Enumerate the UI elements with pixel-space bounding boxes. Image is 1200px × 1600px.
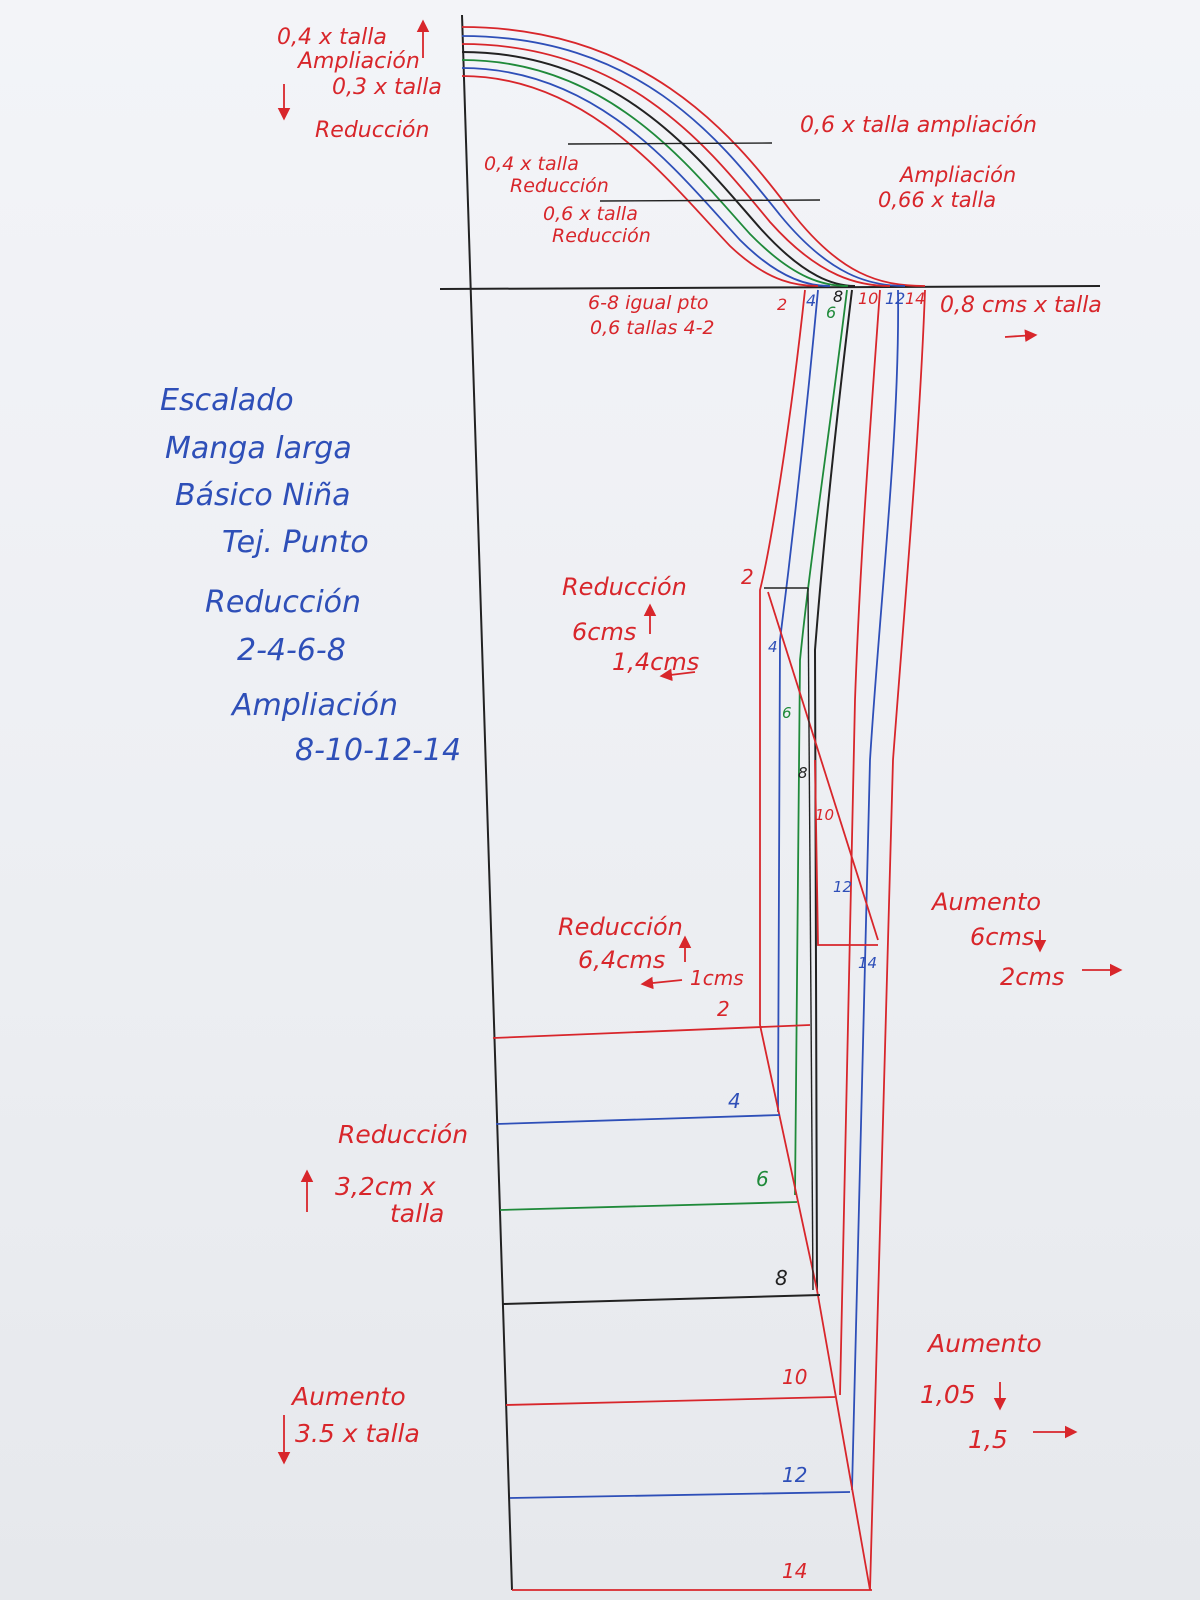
svg-text:8: 8	[775, 1266, 788, 1290]
svg-text:14: 14	[858, 954, 877, 972]
size-marks-top: 2 4 6 8 10 12 14	[777, 287, 925, 322]
svg-text:Reducción: Reducción	[562, 573, 687, 601]
svg-text:0,4 x talla: 0,4 x talla	[484, 153, 579, 175]
underarm-axis	[439, 285, 1101, 290]
cap-right-note-2: Ampliación 0,66 x talla	[878, 163, 1016, 212]
title-line-1: Escalado	[160, 383, 294, 418]
svg-text:4: 4	[768, 638, 778, 656]
right-arrow-icon	[1004, 329, 1038, 342]
svg-text:10: 10	[815, 806, 834, 824]
svg-text:2: 2	[741, 565, 754, 589]
hem-size-labels: 2 4 6 8 10 12 14	[717, 997, 807, 1583]
svg-text:8: 8	[798, 764, 808, 782]
svg-text:2: 2	[717, 997, 730, 1021]
svg-text:Ampliación: Ampliación	[898, 163, 1016, 187]
top-left-line-4: Reducción	[315, 118, 429, 143]
svg-text:0,6 tallas 4-2: 0,6 tallas 4-2	[590, 317, 715, 339]
svg-text:12: 12	[782, 1463, 807, 1487]
svg-text:Reducción: Reducción	[552, 225, 651, 247]
svg-text:2cms: 2cms	[1000, 963, 1064, 991]
wrist-note: Reducción 6,4cms 1cms	[558, 913, 744, 990]
svg-text:6cms: 6cms	[970, 923, 1034, 951]
top-left-line-1: 0,4 x talla	[277, 25, 387, 50]
top-left-line-2: Ampliación	[296, 49, 420, 74]
svg-text:Aumento: Aumento	[290, 1382, 406, 1411]
svg-text:6: 6	[826, 303, 836, 322]
svg-text:6: 6	[756, 1167, 769, 1191]
title-block: Escalado Manga larga Básico Niña Tej. Pu…	[160, 383, 461, 768]
svg-text:Reducción: Reducción	[338, 1120, 468, 1149]
elbow-size-marks: 2 4 6 8 10 12 14	[741, 565, 877, 972]
title-line-3: Básico Niña	[175, 478, 351, 513]
underarm-right-note: 0,8 cms x talla	[940, 293, 1102, 318]
elbow-left-note: Reducción 6cms 1,4cms	[562, 573, 699, 676]
svg-text:Reducción: Reducción	[510, 175, 609, 197]
svg-text:1,5: 1,5	[968, 1425, 1008, 1454]
svg-text:8: 8	[833, 287, 843, 306]
svg-text:6: 6	[782, 704, 792, 722]
svg-text:14: 14	[905, 289, 925, 308]
top-left-line-3: 0,3 x talla	[332, 75, 442, 100]
svg-text:3,2cm x: 3,2cm x	[335, 1172, 436, 1201]
title-line-2: Manga larga	[165, 431, 352, 466]
svg-text:talla: talla	[390, 1199, 444, 1228]
title-line-6: 2-4-6-8	[237, 633, 346, 668]
svg-text:6-8 igual pto: 6-8 igual pto	[588, 292, 709, 314]
left-aumento-note: Aumento 3.5 x talla	[290, 1382, 420, 1448]
elbow-right-note: Aumento 6cms 2cms	[930, 888, 1064, 991]
underarm-note: 6-8 igual pto 0,6 tallas 4-2	[588, 292, 715, 339]
cap-mid-note-1: 0,4 x talla Reducción	[484, 153, 609, 197]
title-line-8: 8-10-12-14	[295, 733, 461, 768]
svg-text:3.5 x talla: 3.5 x talla	[295, 1419, 420, 1448]
svg-text:Aumento: Aumento	[926, 1329, 1042, 1358]
svg-text:4: 4	[806, 291, 816, 310]
svg-text:12: 12	[833, 878, 852, 896]
left-arrow-icon	[659, 668, 696, 682]
svg-text:4: 4	[728, 1089, 741, 1113]
cap-mid-note-2: 0,6 x talla Reducción	[543, 203, 651, 247]
vertical-axis	[461, 14, 513, 1591]
svg-text:1,4cms: 1,4cms	[612, 648, 699, 676]
svg-text:10: 10	[858, 289, 878, 308]
svg-text:10: 10	[782, 1365, 807, 1389]
svg-text:1,05: 1,05	[920, 1380, 976, 1409]
left-reduction-note: Reducción 3,2cm x talla	[335, 1120, 468, 1228]
sleeve-cap-curves	[461, 26, 926, 287]
svg-text:0,6 x talla: 0,6 x talla	[543, 203, 638, 225]
svg-text:6,4cms: 6,4cms	[578, 946, 665, 974]
svg-text:14: 14	[782, 1559, 807, 1583]
svg-text:1cms: 1cms	[690, 966, 744, 990]
svg-text:12: 12	[885, 289, 905, 308]
cap-right-note: 0,6 x talla ampliación	[800, 113, 1037, 138]
svg-text:2: 2	[777, 295, 787, 314]
title-line-4: Tej. Punto	[222, 525, 369, 560]
svg-text:Reducción: Reducción	[558, 913, 683, 941]
sleeve-seams	[759, 289, 926, 1591]
hem-lines	[492, 1024, 872, 1591]
svg-text:Aumento: Aumento	[930, 888, 1041, 916]
title-line-7: Ampliación	[230, 688, 398, 723]
svg-text:0,66 x talla: 0,66 x talla	[878, 188, 996, 212]
svg-text:6cms: 6cms	[572, 618, 636, 646]
left-arrow-icon	[640, 976, 683, 990]
title-line-5: Reducción	[205, 585, 361, 620]
right-aumento-note: Aumento 1,05 1,5	[920, 1329, 1042, 1454]
top-left-note: 0,4 x talla Ampliación 0,3 x talla Reduc…	[277, 25, 442, 143]
